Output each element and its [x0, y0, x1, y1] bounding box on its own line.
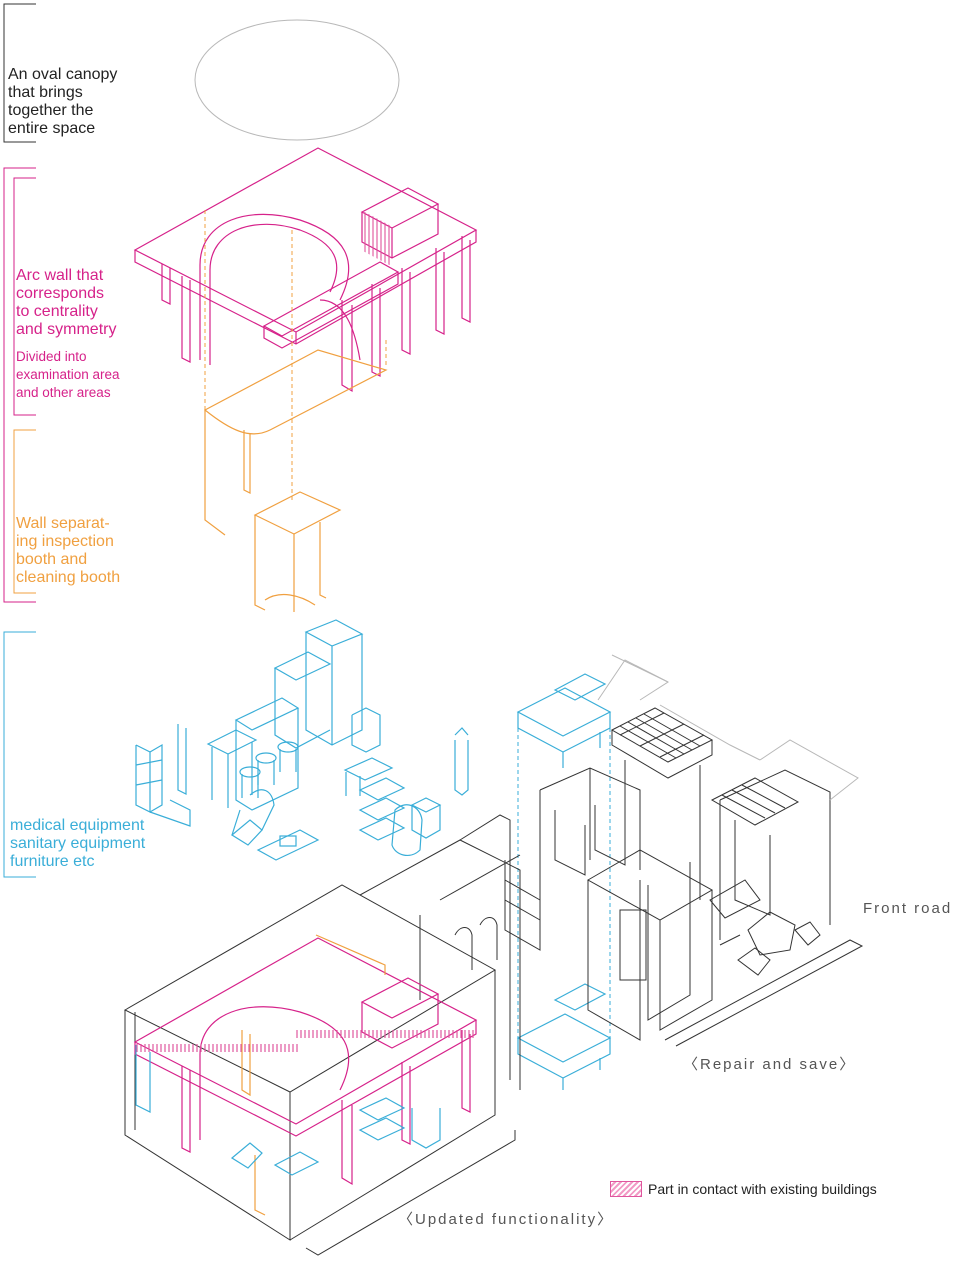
dashed-guides: [204, 210, 387, 500]
equipment-label: medical equipment sanitary equipment fur…: [10, 817, 146, 870]
ghost-outlines: [597, 654, 859, 801]
arc-wall-layer: [133, 147, 478, 393]
bracket-canopy: [3, 3, 36, 143]
roof-tiles: [610, 707, 800, 900]
inner-overlay: [133, 934, 478, 1216]
oval-canopy: [194, 19, 400, 141]
separating-wall-layer: [203, 349, 388, 612]
repair-label: 〈Repair and save〉: [683, 1056, 857, 1073]
bracket-wall: [13, 429, 36, 594]
bracket-equipment: [3, 631, 36, 878]
updated-label: 〈Updated functionality〉: [398, 1211, 615, 1228]
bed-dashed-guides: [517, 728, 611, 1038]
legend-text: Part in contact with existing buildings: [648, 1181, 877, 1197]
front-road-label: Front road: [863, 900, 953, 917]
canopy-label: An oval canopy that brings together the …: [8, 66, 118, 137]
road-brackets: [305, 939, 864, 1256]
legend: Part in contact with existing buildings: [610, 1181, 877, 1197]
legend-hatch-swatch: [610, 1181, 642, 1197]
separating-wall-label: Wall separat- ing inspection booth and c…: [16, 515, 121, 586]
bracket-arc-outer: [3, 167, 36, 603]
arc-wall-sublabel: Divided into examination area and other …: [16, 349, 120, 400]
hatch-overlay-a: [135, 1044, 300, 1052]
existing-building: [123, 767, 831, 1241]
hatch-overlay-b: [296, 1030, 476, 1038]
hatch-arc-top: [362, 210, 392, 267]
arc-wall-label: Arc wall that corresponds to centrality …: [16, 267, 117, 338]
equipment-layer: [135, 619, 612, 1090]
